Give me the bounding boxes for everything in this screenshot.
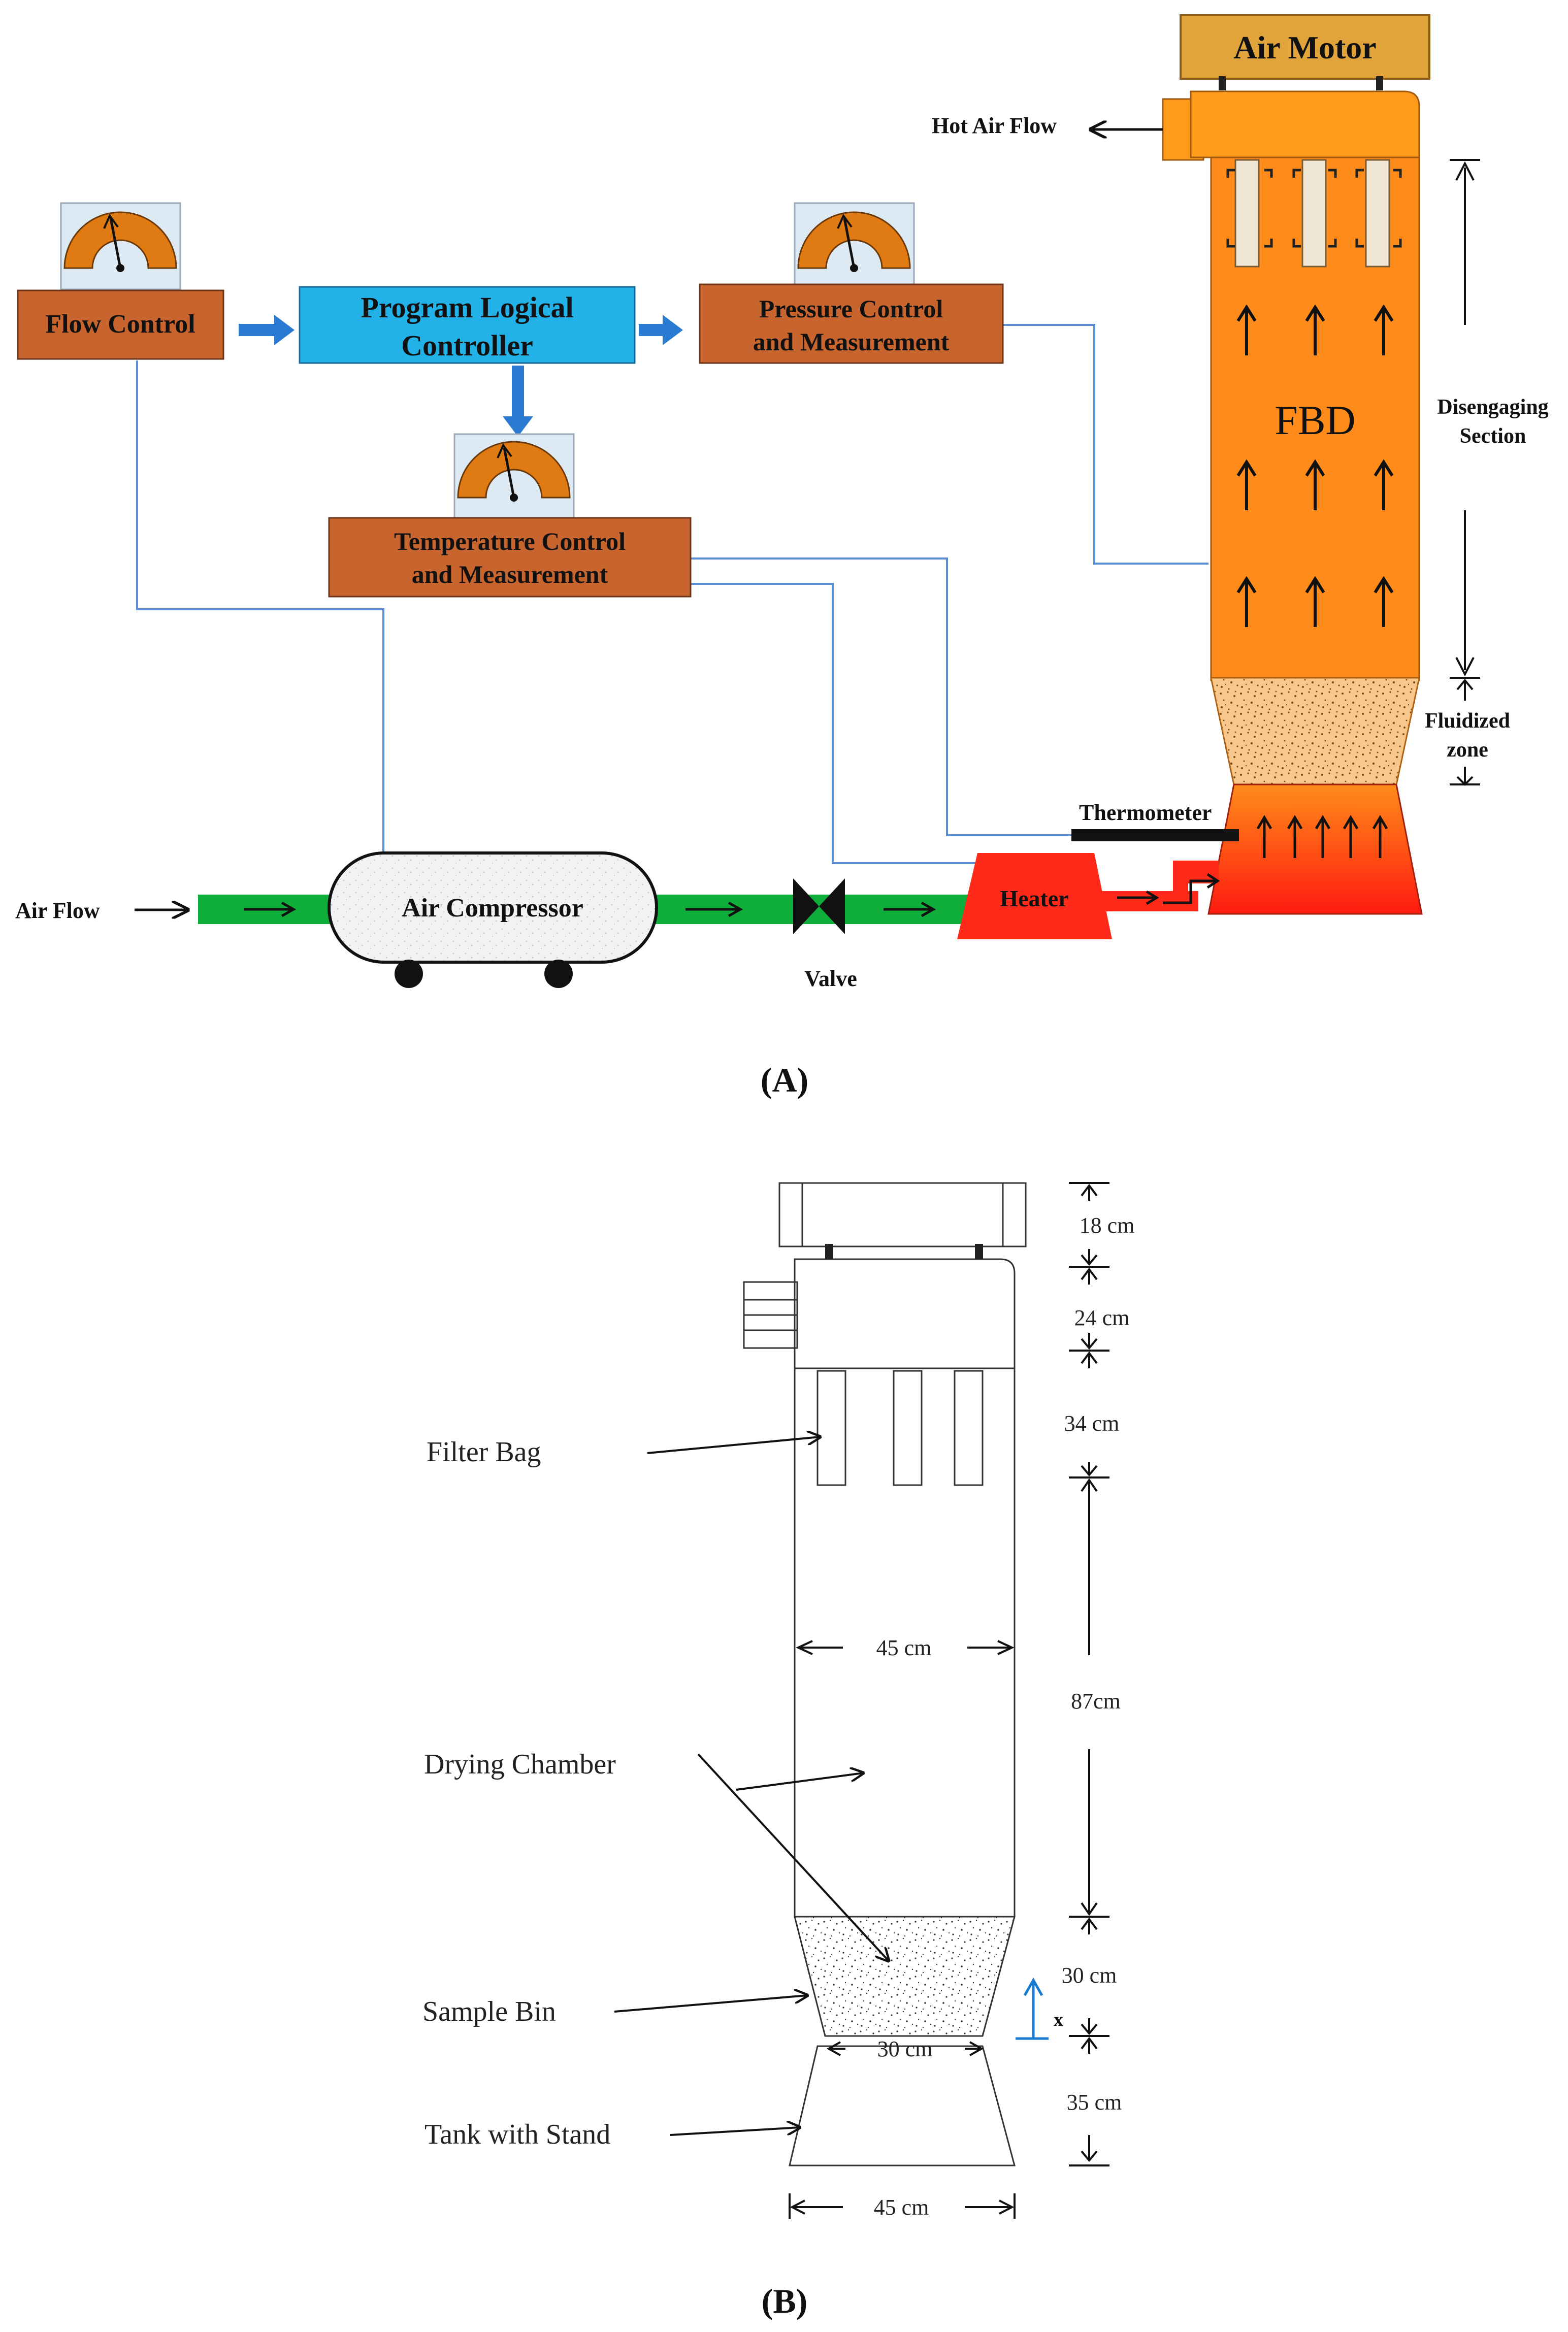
pressure-control-box — [699, 283, 1004, 364]
plc-label-line1: Program Logical — [361, 291, 573, 324]
motor-outline-b — [778, 1182, 1027, 1247]
motor-clip-right — [1376, 76, 1383, 90]
plc-arrow-down — [503, 366, 533, 437]
pressure-label-line2: and Measurement — [753, 327, 950, 356]
heater-label: Heater — [1000, 885, 1068, 911]
compressor-wheel-left — [395, 960, 423, 988]
plc-box — [299, 286, 636, 364]
sample-bin-b — [794, 1916, 1016, 2037]
air-motor — [1180, 14, 1430, 80]
motor-clip-left — [1219, 76, 1226, 90]
sample-bin-label: Sample Bin — [422, 1996, 556, 2027]
disengaging-dimension — [1450, 159, 1480, 786]
temperature-label-line1: Temperature Control — [394, 527, 626, 555]
x-axis-label: x — [1054, 2009, 1063, 2030]
dim-35-label: 35 cm — [1067, 2090, 1122, 2115]
head-outline-b — [794, 1258, 1016, 1369]
pressure-label-line1: Pressure Control — [759, 294, 943, 323]
temperature-gauge-icon — [457, 441, 571, 499]
vertical-dimensions-b — [1069, 1182, 1109, 2166]
hot-air-flow-label: Hot Air Flow — [932, 113, 1057, 138]
flow-control-label: Flow Control — [45, 310, 195, 339]
heater-riser — [1173, 861, 1219, 911]
sample-bin-leader — [614, 1995, 807, 2013]
dim-width-bin-label: 30 cm — [877, 2037, 933, 2061]
heater-flow-arrows — [1117, 873, 1220, 905]
wire-flow-to-compressor — [136, 360, 384, 863]
air-flow-label: Air Flow — [15, 898, 100, 923]
motor-clip-b-right — [975, 1244, 983, 1259]
tank-leader — [670, 2127, 800, 2136]
width-dimensions-b — [789, 1640, 1016, 2219]
filter-bag-2 — [1301, 159, 1327, 268]
drying-chamber-leader-2 — [697, 1753, 889, 1961]
dim-30-right-label: 30 cm — [1062, 1963, 1117, 1988]
air-motor-label: Air Motor — [1233, 29, 1376, 65]
flow-gauge-icon — [63, 211, 177, 269]
air-compressor: Air Compressor — [328, 851, 658, 988]
fbd-dryer: Air Motor FBD — [1162, 14, 1430, 915]
plc-arrow-right — [639, 315, 683, 345]
pressure-gauge-icon — [797, 211, 911, 269]
temperature-label-line2: and Measurement — [412, 560, 608, 588]
panel-b: Filter Bag Drying Chamber Sample Bin Tan… — [422, 1182, 1135, 2320]
temperature-control-box — [328, 517, 692, 598]
disengaging-label-line1: Disengaging — [1437, 396, 1548, 419]
temperature-control: Temperature Control and Measurement — [328, 433, 692, 598]
valve-icon[interactable] — [793, 878, 845, 934]
filter-bag-3 — [1365, 159, 1390, 268]
dryer-outline-b — [743, 1182, 1027, 1918]
flow-control: Flow Control — [17, 202, 224, 360]
thermometer-bar — [1071, 829, 1239, 841]
dryer-head — [1190, 90, 1420, 158]
filter-bag-b-2 — [893, 1370, 923, 1486]
plc-label-line2: Controller — [401, 329, 533, 362]
wire-temp-to-thermometer — [691, 557, 1071, 836]
motor-clip-b-left — [825, 1244, 833, 1259]
filter-bags-a — [1226, 159, 1402, 268]
fluidized-label-line2: zone — [1447, 738, 1488, 762]
plc: Program Logical Controller — [239, 286, 683, 437]
dim-34-label: 34 cm — [1064, 1411, 1120, 1436]
flow-control-box — [17, 289, 224, 360]
panel-a: Air Motor FBD — [15, 14, 1549, 1099]
wire-pressure-to-dryer — [1003, 324, 1208, 565]
pipe-flow-arrows — [244, 901, 936, 917]
tank-label: Tank with Stand — [424, 2119, 610, 2150]
compressor-wheel-right — [544, 960, 573, 988]
compressor-body — [328, 851, 658, 964]
fbd-label: FBD — [1275, 397, 1356, 443]
tank-stand-b — [789, 2045, 1016, 2166]
thermometer-label: Thermometer — [1079, 800, 1212, 825]
dim-width-chamber-label: 45 cm — [876, 1635, 932, 1660]
valve-label: Valve — [804, 966, 857, 991]
plc-arrow-left — [239, 315, 295, 345]
pressure-control: Pressure Control and Measurement — [699, 202, 1004, 364]
dim-24-label: 24 cm — [1074, 1305, 1130, 1330]
dim-87-label: 87cm — [1071, 1689, 1121, 1714]
control-wires — [136, 324, 1208, 864]
dim-width-base-label: 45 cm — [874, 2195, 929, 2220]
filter-bag-label: Filter Bag — [427, 1436, 541, 1468]
filter-bag-b-1 — [816, 1370, 846, 1486]
caption-b: (B) — [762, 2282, 808, 2320]
fluidized-label-line1: Fluidized — [1425, 709, 1510, 733]
wire-temp-to-heater — [691, 583, 977, 864]
drying-chamber-leader-1 — [736, 1773, 863, 1791]
filter-bag-b-3 — [954, 1370, 984, 1486]
airflow-arrows-column — [1236, 304, 1394, 627]
airflow-arrows-tank — [1256, 815, 1388, 858]
drying-chamber-label: Drying Chamber — [424, 1749, 616, 1780]
filter-bag-1 — [1234, 159, 1260, 268]
x-axis-arrow — [1016, 1977, 1049, 2040]
air-compressor-label: Air Compressor — [402, 894, 583, 923]
dim-18-label: 18 cm — [1080, 1213, 1135, 1238]
filter-bag-leader — [647, 1437, 820, 1454]
caption-a: (A) — [761, 1061, 808, 1099]
tank-a — [1207, 783, 1423, 915]
disengaging-label-line2: Section — [1460, 424, 1526, 448]
heater — [957, 853, 1112, 939]
